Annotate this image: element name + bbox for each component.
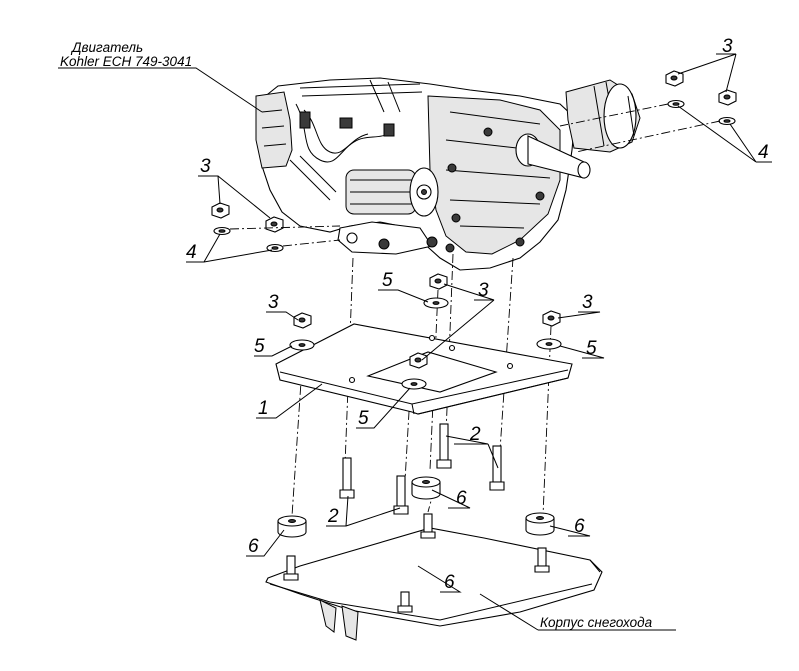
callout-4-top-left: 4 xyxy=(186,242,197,263)
callout-6-bottom: 6 xyxy=(444,572,455,593)
engine-label-line1: Двигатель xyxy=(70,40,143,55)
snowmobile-body xyxy=(265,513,603,641)
callout-3-right-plate: 3 xyxy=(582,292,593,313)
callout-4-top-right: 4 xyxy=(758,142,769,163)
callout-6-right: 6 xyxy=(574,516,585,537)
callout-2-right-bolts: 2 xyxy=(469,424,481,445)
callout-5-left-plate: 5 xyxy=(254,336,265,357)
top-right-nuts-washers xyxy=(559,70,737,153)
body-label: Корпус снегохода xyxy=(540,615,653,630)
callout-3-stack: 3 xyxy=(478,280,489,301)
engine-label-line2: Kohler ECH 749-3041 xyxy=(60,54,192,69)
labels: Двигатель Kohler ECH 749-3041 Корпус сне… xyxy=(60,36,769,630)
callout-1-plate: 1 xyxy=(258,398,269,419)
callout-5-stack: 5 xyxy=(382,270,393,291)
mounting-plate xyxy=(275,323,573,415)
callout-3-top-right: 3 xyxy=(722,36,733,57)
plate-hardware xyxy=(289,273,562,390)
callout-5-right-plate: 5 xyxy=(586,338,597,359)
callout-3-left-plate: 3 xyxy=(268,292,279,313)
leader-lines xyxy=(58,53,772,631)
callout-2-left-bolts: 2 xyxy=(327,506,339,527)
callout-3-top-left: 3 xyxy=(200,156,211,177)
engine xyxy=(255,77,641,271)
callout-6-left: 6 xyxy=(248,536,259,557)
bolts xyxy=(339,423,505,515)
callout-6-center: 6 xyxy=(456,488,467,509)
callout-5-center: 5 xyxy=(358,408,369,429)
